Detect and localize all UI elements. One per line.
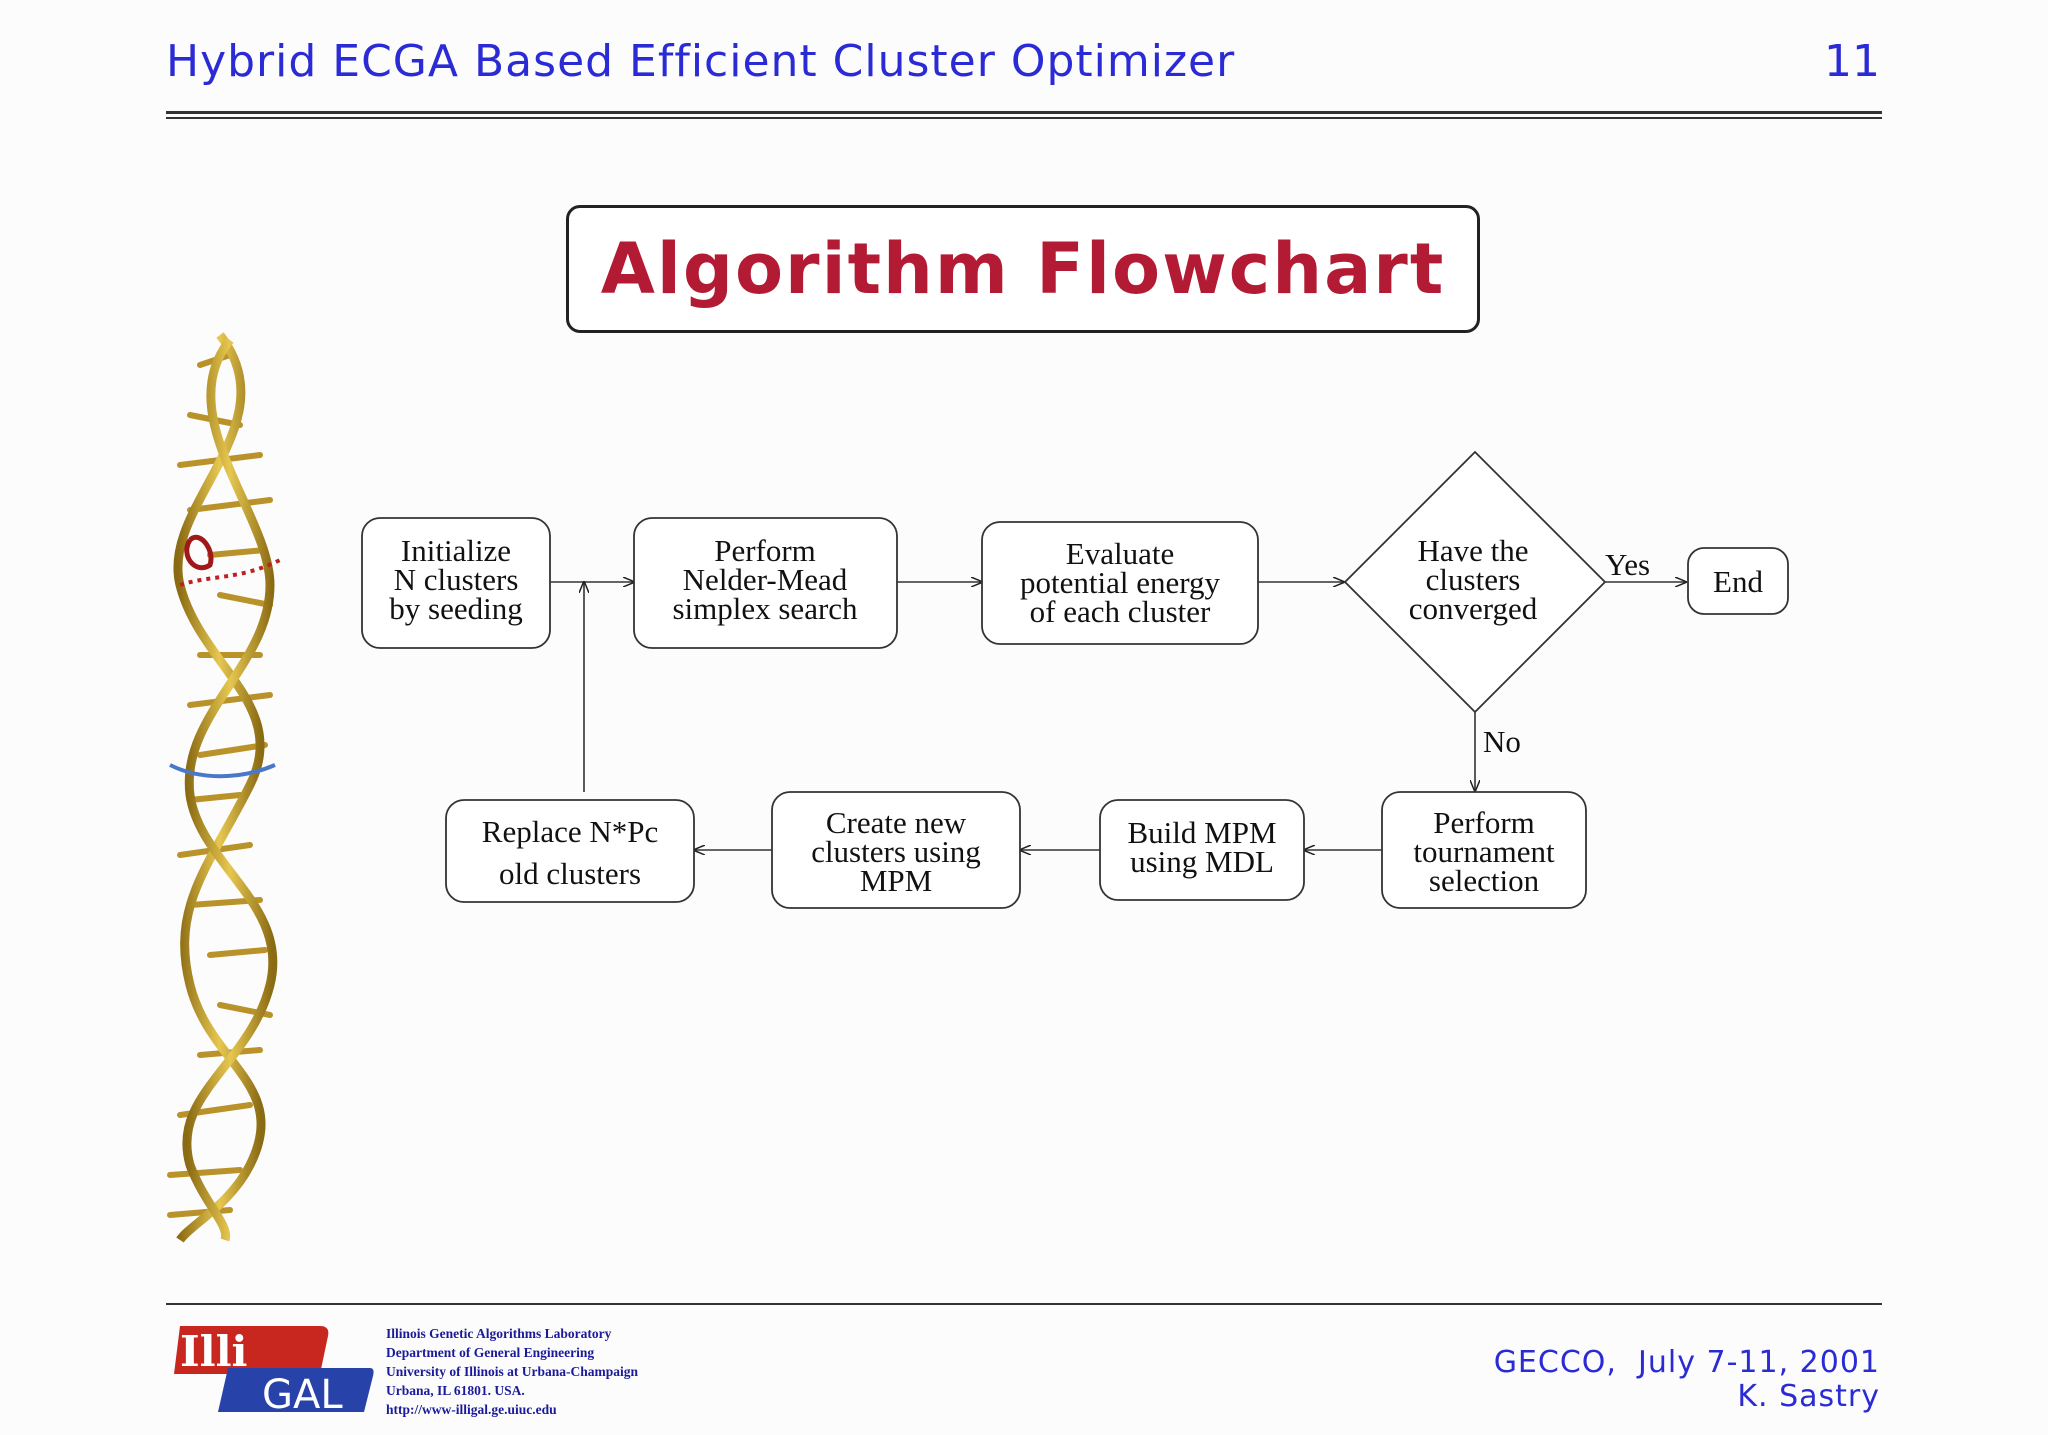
node-evaluate-line-2: potential energy [1020,565,1221,600]
node-replace-line-2: old clusters [499,856,641,891]
lab-info-line: Department of General Engineering [386,1345,595,1360]
node-initialize-line-1: Initialize [401,533,511,568]
dna-helix-illustration [167,332,281,1243]
node-tournament-line-3: selection [1429,863,1540,898]
node-create-new-line-1: Create new [826,805,967,840]
node-initialize: Initialize N clusters by seeding [361,517,551,649]
node-replace: Replace N*Pc old clusters [445,799,695,903]
node-build-mpm-line-2: using MDL [1130,844,1274,879]
node-tournament: Perform tournament selection [1381,791,1587,909]
dna-red-ribbon [179,558,281,587]
lab-info-line: University of Illinois at Urbana-Champai… [386,1364,639,1379]
node-tournament-line-2: tournament [1413,834,1555,869]
node-nelder-mead-line-3: simplex search [672,591,858,626]
dna-strand-b [182,337,278,1242]
edge-label-no: No [1483,724,1521,759]
logo-text-illi: Illi [180,1327,248,1376]
node-converged-line-3: converged [1409,591,1538,626]
lab-info-line: Illinois Genetic Algorithms Laboratory [386,1326,612,1341]
node-create-new: Create new clusters using MPM [771,791,1021,909]
header-rule [166,111,1882,114]
node-converged-line-2: clusters [1426,562,1521,597]
node-evaluate: Evaluate potential energy of each cluste… [981,521,1259,645]
footer-rule [166,1303,1882,1305]
node-converged-decision: Have the clusters converged [1343,450,1607,714]
lab-info-line: Urbana, IL 61801. USA. [386,1383,525,1398]
node-end-label: End [1713,564,1763,599]
node-build-mpm: Build MPM using MDL [1099,799,1305,901]
dna-strand-a [173,332,266,1243]
node-nelder-mead: Perform Nelder-Mead simplex search [633,517,898,649]
node-initialize-line-3: by seeding [389,591,522,626]
node-replace-line-1: Replace N*Pc [482,814,658,849]
dna-red-loop [184,535,214,570]
node-tournament-line-1: Perform [1433,805,1535,840]
node-build-mpm-line-1: Build MPM [1127,815,1276,850]
footer-citation: GECCO, July 7-11, 2001 K. Sastry [1494,1346,1880,1414]
algorithm-flowchart: Initialize N clusters by seeding Perform… [361,450,1789,909]
node-converged-line-1: Have the [1417,533,1528,568]
header-rule-thin [166,117,1882,119]
header-title: Hybrid ECGA Based Efficient Cluster Opti… [166,36,1236,87]
slide-title: Algorithm Flowchart [600,228,1446,310]
lab-info: Illinois Genetic Algorithms Laboratory D… [386,1324,638,1419]
logo-text-gal: GAL [262,1372,343,1414]
node-evaluate-line-1: Evaluate [1066,536,1174,571]
slide-title-box: Algorithm Flowchart [566,205,1480,333]
node-create-new-line-2: clusters using [811,834,981,869]
node-evaluate-line-3: of each cluster [1030,594,1211,629]
node-initialize-line-2: N clusters [394,562,519,597]
node-nelder-mead-line-2: Nelder-Mead [683,562,848,597]
dna-blue-ribbon [169,763,276,779]
edge-label-yes: Yes [1605,547,1650,582]
node-create-new-line-3: MPM [860,863,932,898]
author-label: K. Sastry [1737,1379,1880,1414]
node-end: End [1687,547,1789,615]
page-number: 11 [1824,36,1880,87]
illigal-logo: Illi GAL [174,1326,374,1414]
conference-label: GECCO, July 7-11, 2001 [1493,1345,1880,1380]
node-nelder-mead-line-1: Perform [714,533,816,568]
lab-info-url: http://www-illigal.ge.uiuc.edu [386,1402,557,1417]
